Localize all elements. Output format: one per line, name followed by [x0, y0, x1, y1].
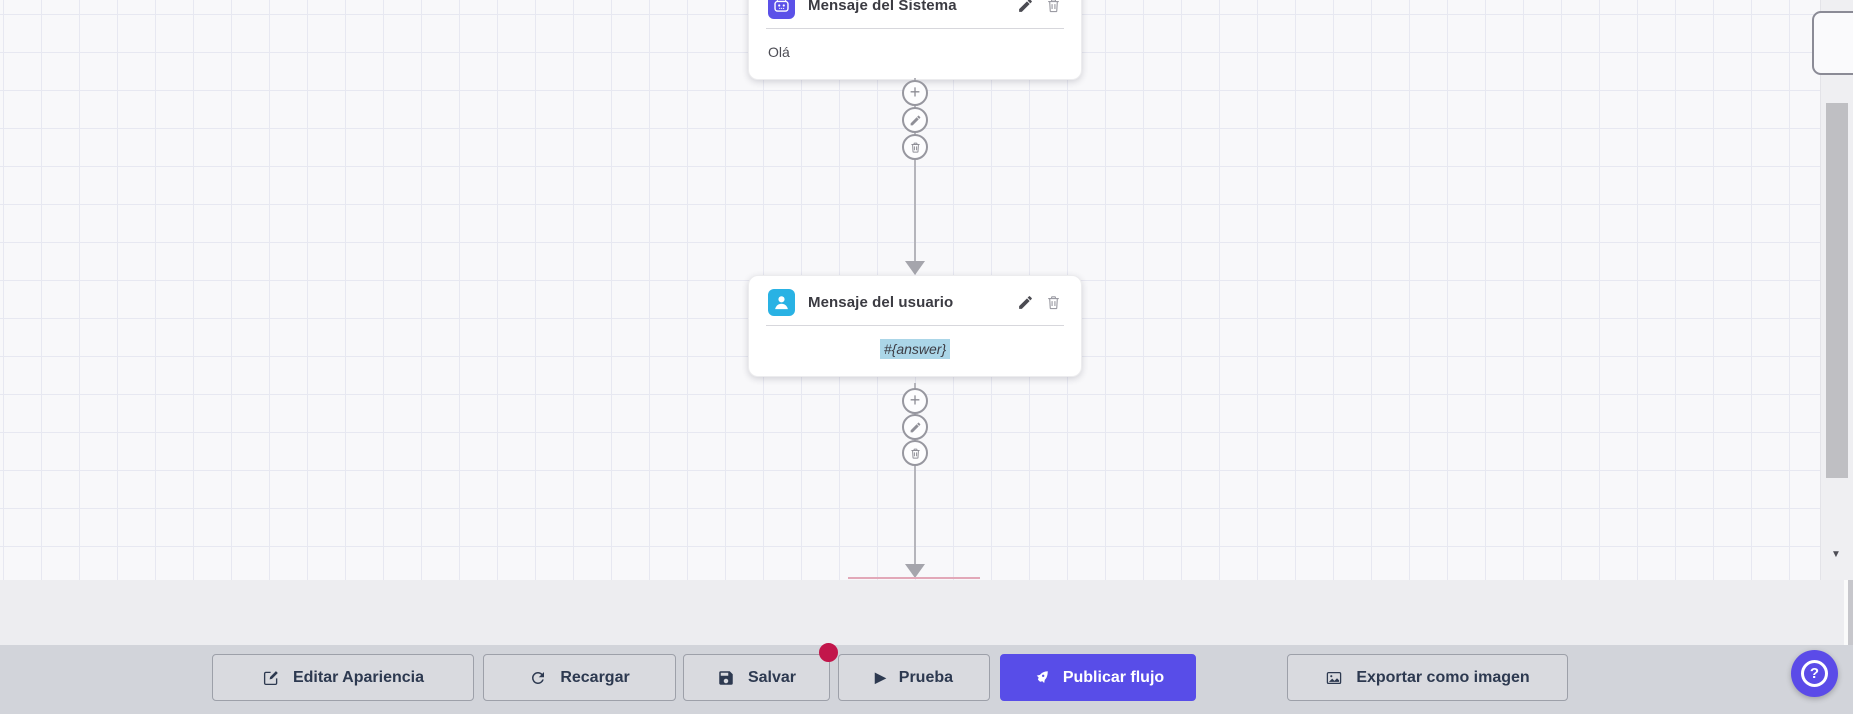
- user-icon: [768, 289, 795, 316]
- connector-arrowhead: [905, 261, 925, 275]
- pencil-icon: [910, 422, 920, 432]
- connector-delete-button[interactable]: [902, 440, 928, 466]
- save-button[interactable]: Salvar: [683, 654, 830, 701]
- node-divider: [766, 28, 1064, 29]
- edit-appearance-button[interactable]: Editar Apariencia: [212, 654, 474, 701]
- refresh-icon: [532, 671, 545, 684]
- connector-line: [914, 78, 916, 264]
- node-header: Mensaje del usuario: [749, 276, 1081, 325]
- help-button[interactable]: ?: [1791, 650, 1838, 697]
- connector-line: [914, 383, 916, 567]
- bot-icon: [768, 0, 795, 19]
- connector-delete-button[interactable]: [902, 134, 928, 160]
- variable-token[interactable]: #{answer}: [879, 339, 951, 359]
- node-edit-pencil-icon[interactable]: [1017, 294, 1034, 311]
- question-circle-icon: ?: [1801, 660, 1828, 687]
- pencil-icon: [910, 115, 920, 125]
- reload-button[interactable]: Recargar: [483, 654, 676, 701]
- flow-canvas[interactable]: Mensaje del Sistema Olá +: [0, 0, 1853, 580]
- node-divider: [766, 325, 1064, 326]
- connector-edit-button[interactable]: [902, 107, 928, 133]
- bottom-toolbar: Editar Apariencia Recargar Salvar ▶ Prue…: [0, 643, 1853, 714]
- plus-icon: +: [909, 390, 921, 410]
- node-message-text[interactable]: Olá: [768, 44, 790, 60]
- trash-icon: [910, 142, 920, 153]
- connector-add-button[interactable]: +: [902, 388, 928, 414]
- pencil-square-icon: [263, 670, 278, 685]
- canvas-overlay-panel[interactable]: [1812, 11, 1853, 75]
- trash-icon: [910, 448, 920, 459]
- node-delete-trash-icon[interactable]: [1045, 294, 1062, 311]
- test-button[interactable]: ▶ Prueba: [838, 654, 990, 701]
- node-title: Mensaje del Sistema: [808, 0, 957, 14]
- scrollbar-down-arrow-icon[interactable]: ▼: [1831, 549, 1841, 560]
- connector-arrowhead: [905, 564, 925, 578]
- node-user-message[interactable]: Mensaje del usuario #{answer}: [748, 275, 1082, 377]
- export-image-button[interactable]: Exportar como imagen: [1287, 654, 1568, 701]
- node-system-message[interactable]: Mensaje del Sistema Olá: [748, 0, 1082, 80]
- plus-icon: +: [909, 82, 921, 102]
- image-icon: [1327, 671, 1342, 684]
- node-edit-pencil-icon[interactable]: [1017, 0, 1034, 14]
- save-icon: [719, 670, 733, 685]
- node-message-text[interactable]: #{answer}: [749, 326, 1081, 376]
- unsaved-changes-dot: [819, 643, 838, 662]
- rocket-icon: [1036, 670, 1048, 683]
- canvas-scrollbar-thumb[interactable]: [1826, 103, 1848, 478]
- node-title: Mensaje del usuario: [808, 294, 954, 311]
- node-delete-trash-icon[interactable]: [1045, 0, 1062, 14]
- cutoff-node-edge: [848, 577, 980, 579]
- play-icon: ▶: [874, 668, 886, 685]
- publish-flow-button[interactable]: Publicar flujo: [1000, 654, 1196, 701]
- node-header: Mensaje del Sistema: [749, 0, 1081, 28]
- connector-add-button[interactable]: +: [902, 80, 928, 106]
- connector-edit-button[interactable]: [902, 414, 928, 440]
- canvas-bottom-gap: [0, 580, 1853, 645]
